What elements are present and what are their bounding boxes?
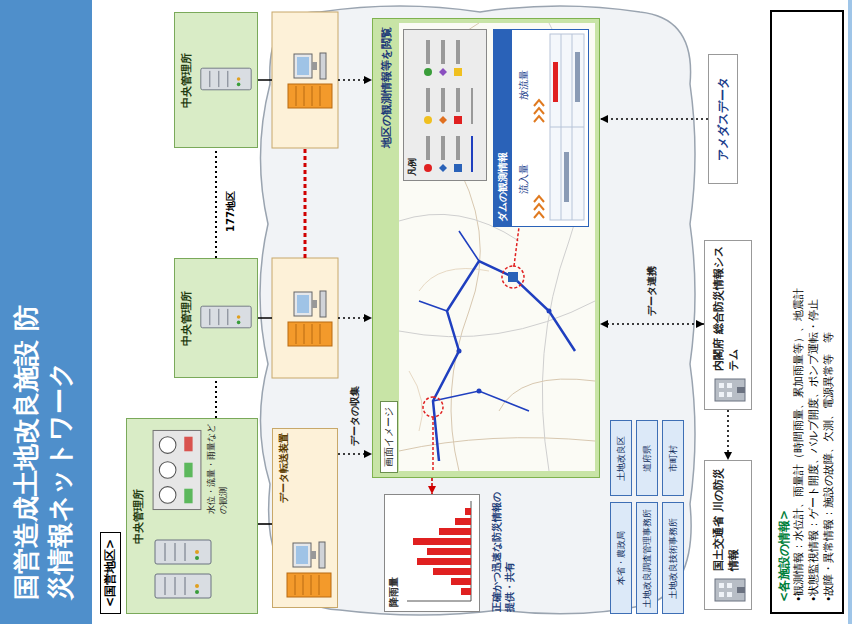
- node-icon: [151, 427, 203, 513]
- node-icon: [420, 32, 484, 176]
- management-office-box: 中央管理所: [126, 418, 258, 614]
- connector: [258, 523, 272, 525]
- node-text: <各施設の情報>: [776, 22, 792, 602]
- node-text: 市町村: [667, 424, 680, 492]
- node-text: 凡例: [406, 34, 419, 176]
- node-text: 流入量: [514, 132, 534, 226]
- district-count: 177地区: [224, 152, 237, 232]
- node-text: 中央管理所: [179, 17, 194, 143]
- node-icon: [711, 577, 747, 603]
- rainfall-chart: 降雨量: [384, 494, 480, 612]
- facility-info-box: <各施設の情報>•観測情報：水位計、雨量計（時間雨量、累加雨量等）、地震計•状態…: [770, 10, 844, 614]
- organization-box: 土地改良技術事務所: [662, 502, 684, 614]
- node-text: 地区の観測情報等を閲覧: [379, 27, 394, 148]
- connector: [338, 453, 372, 455]
- node-icon: [199, 302, 253, 332]
- node-text: •故障・異常情報：施設の故障、欠測、電源異常等 等: [822, 22, 837, 602]
- node-text: •観測情報：水位計、雨量計（時間雨量、累加雨量等）、地震計: [792, 22, 807, 602]
- node-text: 土地改良調査管理事務所: [641, 506, 654, 610]
- data-transfer-units: [272, 12, 338, 378]
- node-icon: [403, 497, 477, 607]
- node-text: 土地改良技術事務所: [667, 506, 680, 610]
- organization-box: 市町村: [662, 420, 684, 496]
- connector-label: データ連携: [645, 264, 659, 318]
- connector: [727, 410, 729, 460]
- node-icon: [283, 539, 333, 599]
- node-text: 本省・農政局: [615, 506, 628, 610]
- node-text: 国土交通省 川の防災情報: [711, 465, 741, 571]
- district-region: <国営地区>中央管理所中央管理所中央管理所: [98, 6, 264, 618]
- external-system-box: 内閣府 総合防災情報システム: [704, 240, 752, 410]
- data-transfer-box: データ転送装置: [272, 428, 338, 608]
- sensor-caption: 水位・流量・雨量などの観測: [206, 420, 229, 514]
- node-text: データ転送装置: [277, 433, 291, 603]
- connector: [600, 118, 708, 120]
- node-text: •状態監視情報：ゲート開度、バルブ開度、ポンプ運転・停止: [807, 22, 822, 602]
- title-band: 国営造成土地改良施設 防災情報ネットワーク: [0, 0, 92, 624]
- amedas-data-box: アメダスデータ: [708, 54, 738, 184]
- connector-label: データの収集: [348, 384, 362, 448]
- node-text: 降雨量: [387, 499, 401, 607]
- node-text: 道府県: [641, 424, 654, 492]
- cloud-shape: [260, 6, 695, 615]
- node-text: 放流量: [514, 38, 534, 132]
- connector: [431, 478, 433, 494]
- organization-box: 本省・農政局: [610, 502, 632, 614]
- management-office-box: 中央管理所: [174, 258, 258, 378]
- node-icon: [153, 571, 213, 601]
- frame-line: [848, 0, 852, 624]
- map-legend-box: 凡例: [403, 29, 487, 181]
- page-title: 国営造成土地改良施設 防災情報ネットワーク: [0, 300, 78, 624]
- management-office-box: 中央管理所: [174, 12, 258, 148]
- node-text: 中央管理所: [131, 423, 146, 609]
- external-system-box: 国土交通省 川の防災情報: [704, 460, 752, 610]
- node-text: <国営地区>: [100, 532, 121, 614]
- node-text: 内閣府 総合防災情報システム: [711, 245, 741, 371]
- sharing-note: 正確かつ迅速な防災情報の提供・共有: [490, 484, 516, 612]
- connector: [600, 323, 704, 325]
- dam-info-popup: ダムの観測情報流入量放流量: [493, 29, 589, 227]
- organization-box: 土地改良区: [610, 420, 632, 496]
- node-text: 画面イメージ: [380, 401, 398, 473]
- node-text: ダムの観測情報: [494, 30, 512, 226]
- node-icon: [711, 377, 747, 403]
- node-icon: [532, 32, 586, 222]
- node-text: 土地改良区: [615, 424, 628, 492]
- screen-image-box: 画面イメージ地区の観測情報等を閲覧凡例ダムの観測情報流入量放流量: [372, 18, 600, 478]
- node-text: アメダスデータ: [715, 59, 732, 179]
- node-icon: [199, 64, 253, 94]
- node-icon: [153, 537, 213, 567]
- node-text: 中央管理所: [179, 263, 194, 373]
- organization-box: 道府県: [636, 420, 658, 496]
- organization-box: 土地改良調査管理事務所: [636, 502, 658, 614]
